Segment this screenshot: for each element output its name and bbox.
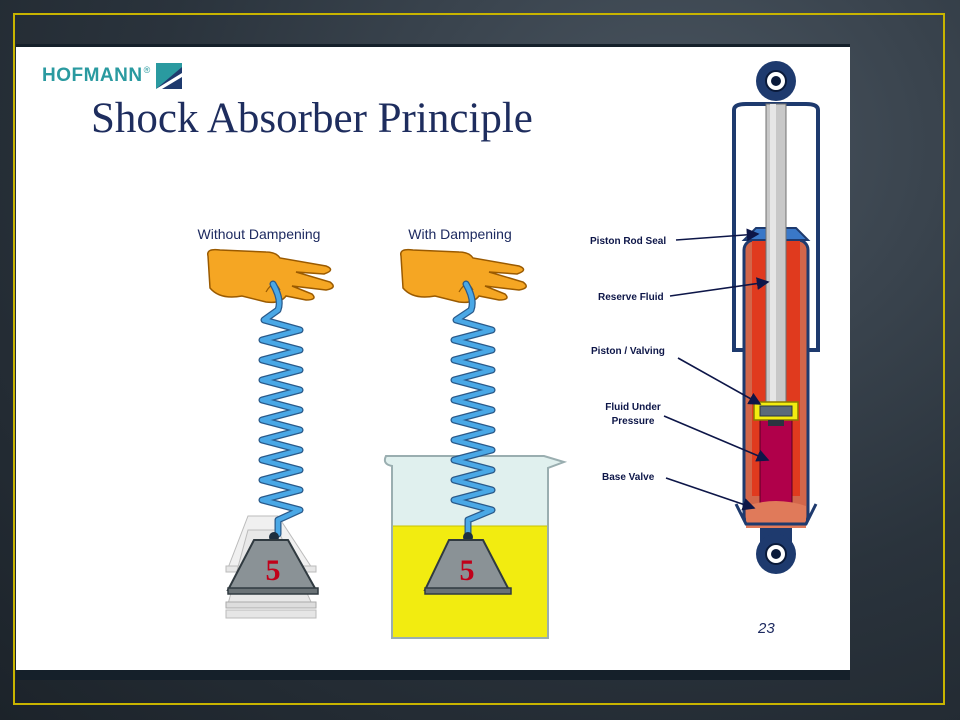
svg-text:Piston Rod Seal: Piston Rod Seal [590,236,666,247]
svg-text:Piston / Valving: Piston / Valving [591,346,665,357]
slide-frame-border [13,13,945,705]
svg-text:Pressure: Pressure [612,416,655,427]
callout-base-valve: Base Valve [602,472,756,511]
callout-fluid-under-pressure: Fluid Under Pressure [605,402,770,462]
svg-text:Reserve Fluid: Reserve Fluid [598,292,664,303]
hand-icon [400,248,527,304]
logo-text: HOFMANN [42,65,143,86]
callout-reserve-fluid: Reserve Fluid [598,277,770,303]
hofmann-logo: HOFMANN ® [42,61,183,91]
weight-right-label: 5 [460,554,475,587]
shock-absorber-cutaway [732,61,820,574]
page-number: 23 [757,620,775,637]
slide-title: Shock Absorber Principle [91,95,533,142]
logo-mark-icon [156,63,183,89]
illustration-canvas: Without Dampening 5 With Dampening [198,61,820,639]
svg-text:Base Valve: Base Valve [602,472,655,483]
caption-with-dampening: With Dampening [408,226,512,242]
weight-right [423,532,512,595]
slide-top-rule [16,44,850,47]
svg-text:Fluid Under: Fluid Under [605,402,661,413]
callout-piston-rod-seal: Piston Rod Seal [590,228,760,247]
caption-without-dampening: Without Dampening [198,226,321,242]
weight-left-label: 5 [266,554,281,587]
spring-left-highlight [259,281,303,537]
slide-bottom-rule [16,670,850,680]
weight-left [226,532,319,595]
spring-right-highlight [451,281,495,537]
logo-registered-mark: ® [143,65,151,75]
slide: HOFMANN ® Shock Absorber Principle Witho… [16,44,850,680]
hand-icon [207,248,334,304]
callout-piston-valving: Piston / Valving [591,346,762,405]
